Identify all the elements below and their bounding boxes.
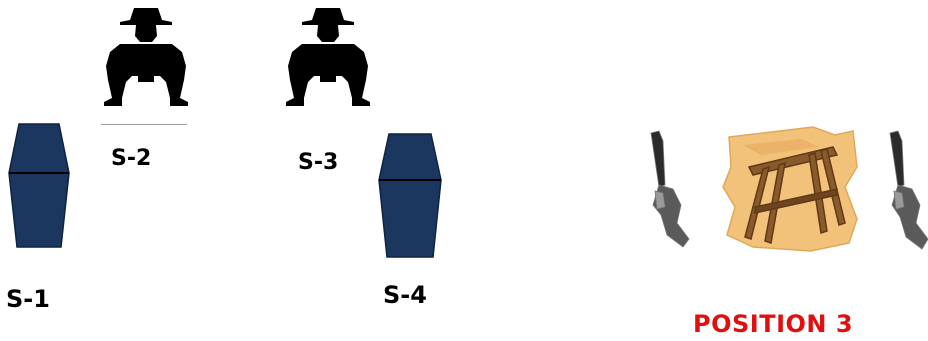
target-label-s3: S-3 [298,152,338,174]
target-s1-barrel [7,123,71,248]
sawhorse-icon [721,127,861,252]
pistol-icon [878,127,928,255]
pistol-icon [637,127,699,251]
target-label-s2: S-2 [111,148,151,170]
target-label-s4: S-4 [383,283,427,307]
position-label: POSITION 3 [693,312,853,336]
target-label-s1: S-1 [6,287,50,311]
target-s2-silhouette [100,6,192,108]
divider-line [101,124,187,125]
target-s4-barrel [377,133,443,258]
target-s3-silhouette [282,6,374,108]
